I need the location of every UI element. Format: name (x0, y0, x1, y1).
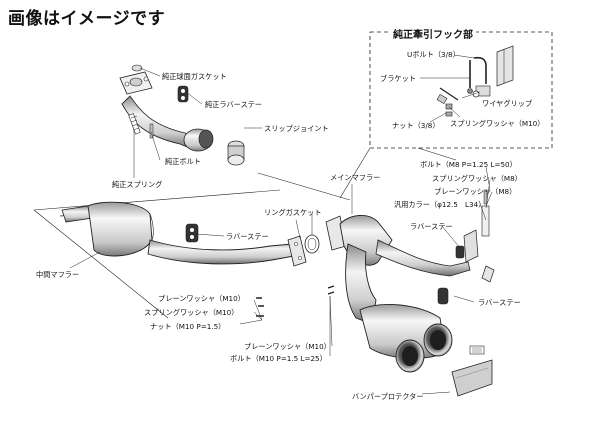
hook-detail-title: 純正牽引フック部 (390, 26, 476, 41)
label-wire-grip: ワイヤグリップ (482, 99, 533, 108)
center-muffler-group (59, 201, 320, 267)
hook-detail-box (369, 31, 553, 149)
main-muffler-group (325, 189, 495, 397)
label-hook-nut: ナット（3/8） (392, 121, 440, 130)
oem-spring-shape (128, 113, 141, 135)
label-u-bolt: Uボルト（3/8） (407, 50, 460, 59)
label-oem-spring: 純正スプリング (112, 180, 163, 189)
label-plain-washer-m8: プレーンワッシャ（M8） (434, 187, 517, 196)
center-pipe (147, 239, 295, 265)
label-hook-spring-washer: スプリングワッシャ（M10） (450, 119, 545, 128)
label-bracket: ブラケット (380, 74, 416, 83)
rubber-stay-2-shape (455, 245, 465, 259)
center-muffler-body (87, 201, 153, 257)
label-rubber-stay-2: ラバーステー (410, 222, 453, 231)
frame-rail (496, 45, 514, 87)
label-plain-washer-m10-a: プレーンワッシャ（M10） (158, 294, 245, 303)
collar-shape (481, 205, 490, 237)
m8-bolt-shape (483, 189, 488, 205)
label-spring-washer-m10: スプリングワッシャ（M10） (144, 308, 239, 317)
label-bumper-protector: バンパープロテクター (352, 392, 424, 401)
label-oem-rubber-stay: 純正ラバーステー (205, 100, 263, 109)
label-ring-gasket: リングガスケット (264, 208, 322, 217)
ball-gasket-shape (131, 64, 143, 72)
center-flange (287, 235, 307, 267)
label-spring-washer-m8: スプリングワッシャ（M8） (432, 174, 522, 183)
label-rubber-stay-1: ラバーステー (226, 232, 269, 241)
front-pipe-group (119, 64, 214, 152)
rubber-stay-3-shape (437, 287, 449, 305)
label-main-muffler: メインマフラー (330, 173, 381, 182)
label-center-muffler: 中間マフラー (36, 270, 80, 279)
image-disclaimer-title: 画像はイメージです (8, 9, 166, 29)
label-oem-ball-gasket: 純正球面ガスケット (162, 72, 227, 81)
label-rubber-stay-3: ラバーステー (478, 298, 521, 307)
bumper-protector-shape (451, 359, 493, 397)
oem-bolt-shape (149, 123, 154, 139)
label-plain-washer-m10-b: プレーンワッシャ（M10） (244, 342, 331, 351)
label-nut-m10: ナット（M10 P=1.5） (150, 322, 226, 331)
ring-gasket-shape (304, 234, 320, 254)
main-muffler-crosspipe (375, 239, 471, 277)
wire-shape (439, 87, 459, 101)
slip-joint-clamp (227, 140, 245, 166)
oem-rubber-stay-shape (177, 85, 189, 103)
label-bolt-m10: ボルト（M10 P=1.5 L=25） (230, 354, 327, 363)
rubber-stay-1-shape (185, 223, 199, 243)
label-oem-bolt: 純正ボルト (165, 157, 201, 166)
label-slip-joint: スリップジョイント (264, 124, 329, 133)
label-collar: 汎用カラー（φ12.5 L34） (394, 200, 486, 209)
label-bolt-m8: ボルト（M8 P=1.25 L=50） (420, 160, 517, 169)
rubber-stay-2-bracket (463, 229, 479, 263)
u-bolt-shape (473, 56, 487, 84)
